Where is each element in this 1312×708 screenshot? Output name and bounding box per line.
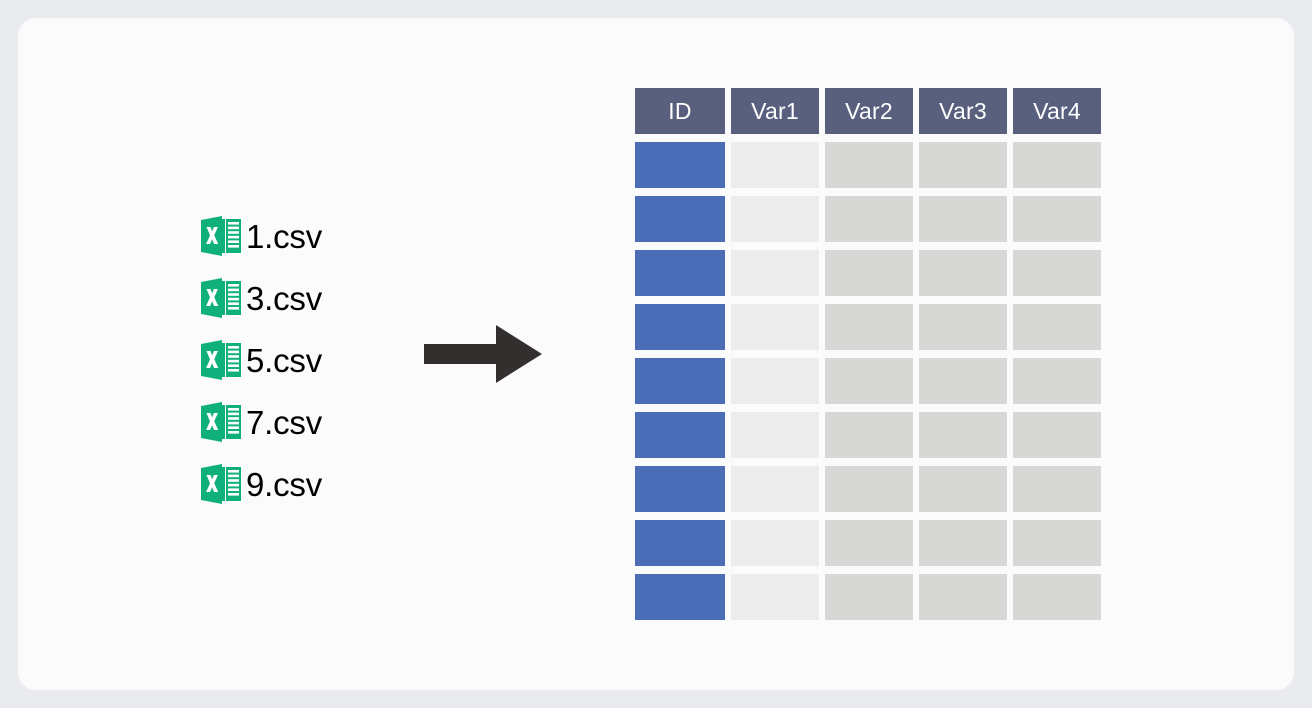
cell-var4 [1013, 466, 1101, 512]
list-item-label: 9.csv [246, 465, 323, 503]
cell-var4 [1013, 574, 1101, 620]
csv-excel-file-icon [201, 464, 241, 504]
cell-var2 [825, 250, 913, 296]
cell-var3 [919, 196, 1007, 242]
cell-var4 [1013, 196, 1101, 242]
cell-var2 [825, 142, 913, 188]
column-header-var3: Var3 [919, 88, 1007, 134]
arrow-right-icon [424, 325, 542, 383]
table-header-row: ID Var1 Var2 Var3 Var4 [635, 88, 1109, 134]
table-row [635, 196, 1109, 242]
cell-id [635, 520, 725, 566]
cell-var3 [919, 142, 1007, 188]
cell-var4 [1013, 142, 1101, 188]
csv-file-list: 1.csv 3.csv [199, 205, 419, 515]
column-header-var1: Var1 [731, 88, 819, 134]
cell-id [635, 142, 725, 188]
list-item-label: 1.csv [246, 217, 323, 255]
cell-id [635, 250, 725, 296]
list-item[interactable]: 7.csv [199, 391, 419, 453]
cell-var4 [1013, 412, 1101, 458]
list-item-label: 5.csv [246, 341, 323, 379]
table-row [635, 358, 1109, 404]
cell-var3 [919, 520, 1007, 566]
list-item[interactable]: 5.csv [199, 329, 419, 391]
cell-var3 [919, 304, 1007, 350]
cell-var1 [731, 250, 819, 296]
cell-var4 [1013, 358, 1101, 404]
column-header-var2: Var2 [825, 88, 913, 134]
csv-excel-file-icon [201, 340, 241, 380]
cell-var2 [825, 466, 913, 512]
cell-id [635, 412, 725, 458]
cell-var1 [731, 196, 819, 242]
cell-var3 [919, 250, 1007, 296]
cell-var1 [731, 304, 819, 350]
cell-var1 [731, 466, 819, 512]
table-row [635, 142, 1109, 188]
cell-var2 [825, 304, 913, 350]
cell-id [635, 466, 725, 512]
cell-var2 [825, 358, 913, 404]
table-row [635, 574, 1109, 620]
cell-id [635, 196, 725, 242]
cell-var3 [919, 466, 1007, 512]
cell-id [635, 574, 725, 620]
combined-data-table: ID Var1 Var2 Var3 Var4 [635, 88, 1109, 620]
csv-excel-file-icon [201, 278, 241, 318]
cell-var1 [731, 574, 819, 620]
cell-var2 [825, 574, 913, 620]
table-row [635, 412, 1109, 458]
cell-var1 [731, 142, 819, 188]
column-header-id: ID [635, 88, 725, 134]
csv-excel-file-icon [201, 402, 241, 442]
cell-var2 [825, 412, 913, 458]
cell-id [635, 304, 725, 350]
table-row [635, 304, 1109, 350]
cell-var1 [731, 358, 819, 404]
cell-var3 [919, 412, 1007, 458]
cell-var2 [825, 520, 913, 566]
cell-id [635, 358, 725, 404]
column-header-var4: Var4 [1013, 88, 1101, 134]
list-item[interactable]: 9.csv [199, 453, 419, 515]
list-item-label: 3.csv [246, 279, 323, 317]
cell-var3 [919, 574, 1007, 620]
cell-var4 [1013, 250, 1101, 296]
cell-var1 [731, 520, 819, 566]
cell-var2 [825, 196, 913, 242]
cell-var3 [919, 358, 1007, 404]
csv-excel-file-icon [201, 216, 241, 256]
list-item[interactable]: 1.csv [199, 205, 419, 267]
table-row [635, 520, 1109, 566]
cell-var4 [1013, 304, 1101, 350]
cell-var4 [1013, 520, 1101, 566]
list-item-label: 7.csv [246, 403, 323, 441]
table-row [635, 466, 1109, 512]
table-row [635, 250, 1109, 296]
list-item[interactable]: 3.csv [199, 267, 419, 329]
cell-var1 [731, 412, 819, 458]
